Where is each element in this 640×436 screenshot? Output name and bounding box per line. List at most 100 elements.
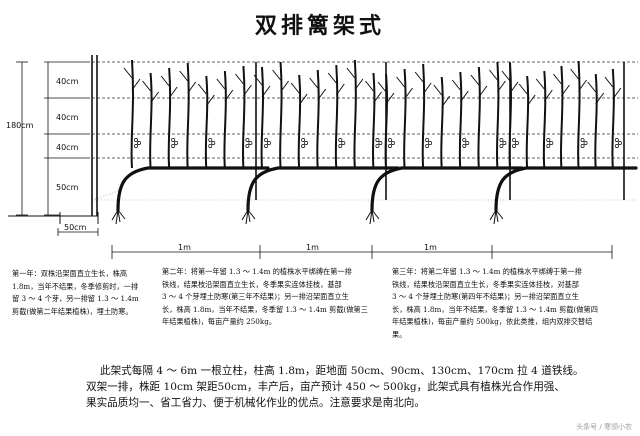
vine-lateral — [489, 69, 506, 93]
trellis-wires — [92, 61, 638, 159]
grape-cluster-berry — [174, 141, 179, 145]
grape-cluster-berry — [264, 138, 268, 142]
summary-line: 果实品质均一、省工省力、便于机械化作业的优点。注意要求是南北向。 — [86, 397, 425, 409]
vine-shoot — [186, 62, 190, 169]
grape-cluster-berry — [264, 144, 268, 148]
note-line: 留 3 ～ 4 个芽，另一排留 1.3 ～ 1.4m — [12, 294, 139, 303]
vine-lateral — [535, 78, 553, 102]
vine-shoot — [495, 61, 500, 169]
year-3-note: 第三年：将第二年留 1.3 ～ 1.4m 的植株水平绑缚于第一排 铁线，结果枝沿… — [392, 266, 632, 341]
grape-cluster-berry — [580, 144, 585, 148]
grape-cluster-berry — [428, 141, 433, 145]
grape-cluster-berry — [614, 138, 619, 142]
vine-lateral — [604, 76, 622, 100]
vine-shoot — [403, 68, 407, 169]
vine-lateral — [587, 81, 605, 105]
note-line: 第三年：将第二年留 1.3 ～ 1.4m 的植株水平绑缚于第一排 — [392, 267, 582, 276]
vine-groups — [111, 59, 638, 225]
grape-cluster-berry — [512, 138, 516, 142]
grape-cluster-berry — [341, 141, 346, 145]
grape-cluster-berry — [388, 144, 392, 148]
vine-shoot — [559, 65, 564, 169]
vine-shoot — [241, 65, 246, 169]
summary-text: 此架式每隔 4 ～ 6m 一根立柱，柱高 1.8m，距地面 50cm、90cm、… — [86, 363, 630, 411]
grape-cluster-berry — [134, 144, 138, 148]
vine-shoot — [316, 69, 320, 169]
grape-cluster-berry — [134, 138, 138, 142]
page-title: 双排篱架式 — [254, 14, 385, 39]
grape-cluster-berry — [267, 141, 271, 145]
note-line: 年结果植株)，每亩产量约 250kg。 — [162, 317, 277, 326]
grape-cluster-berry — [499, 144, 504, 148]
note-line: 剪截(做第二年结果植株)，埋土防寒。 — [12, 306, 133, 316]
grape-cluster-berry — [617, 141, 622, 145]
vine-trunk — [370, 166, 524, 212]
vine-lateral — [123, 67, 141, 91]
vine-shoot — [167, 67, 172, 169]
note-line: 1.8m，当年不结果，冬季修剪时，一排 — [12, 281, 139, 291]
span-label-1: 1m — [178, 243, 191, 252]
grape-cluster-berry — [462, 138, 467, 142]
vine-shoot — [458, 71, 463, 169]
grape-cluster-berry — [211, 141, 216, 145]
vine-lateral — [377, 81, 395, 105]
vine-lateral — [216, 78, 234, 102]
vine-shoot — [508, 62, 512, 169]
vine-trunk — [246, 166, 400, 212]
grape-cluster-berry — [388, 138, 392, 142]
vine-lateral — [396, 76, 413, 100]
vine-lateral — [160, 75, 178, 99]
note-line: 长，株高 1.8m，当年不结果，冬季留 1.3 ～ 1.4m 剪截(做第四 — [392, 304, 598, 314]
vine-lateral — [197, 83, 215, 107]
vine-shoot — [130, 59, 134, 169]
vine-shoot — [384, 73, 388, 169]
segment-label-1: 40cm — [56, 77, 79, 86]
grape-cluster-berry — [171, 144, 176, 148]
grape-cluster-berry — [301, 144, 306, 148]
grape-cluster-berry — [171, 138, 176, 142]
vine-lateral — [501, 70, 519, 94]
vine-lateral — [470, 74, 488, 98]
vine-shoot — [594, 73, 598, 169]
grape-cluster-berry — [425, 144, 430, 148]
year-2-note: 第二年：将第一年留 1.3 ～ 1.4m 的植株水平绑缚在第一排 铁线，结果枝沿… — [162, 266, 372, 329]
watermark: 头条号 / 寒领小农 — [576, 423, 632, 431]
vine-lateral — [570, 68, 587, 92]
vine-shoot — [297, 74, 302, 169]
grape-cluster-berry — [137, 141, 141, 145]
vine-lateral — [272, 69, 289, 93]
vine-lateral — [346, 67, 364, 91]
ground-line — [8, 212, 99, 224]
vine-lateral — [365, 80, 382, 104]
note-line: 3 ～ 4 个芽埋土防寒(第四年不结果)；另一排沿架面直立生 — [392, 292, 579, 301]
soil-surface — [91, 189, 638, 201]
summary-line: 此架式每隔 4 ～ 6m 一根立柱，柱高 1.8m，距地面 50cm、90cm、… — [100, 365, 584, 377]
year-1-note: 第一年：双株沿架面直立生长，株高 1.8m，当年不结果，冬季修剪时，一排 留 3… — [12, 268, 157, 318]
grape-cluster-berry — [375, 144, 380, 148]
vine-shoot — [611, 68, 615, 169]
grape-cluster-berry — [512, 144, 516, 148]
note-line: 铁线，结果枝沿架面直立生长，冬季果实连体挂枝，基部 — [162, 279, 342, 289]
vine-shoot — [353, 59, 357, 169]
row-span-dimension — [111, 245, 613, 259]
vine-shoot — [204, 75, 209, 169]
vine-lateral — [142, 80, 159, 104]
vine-shoot — [260, 66, 264, 169]
grape-cluster-berry — [391, 141, 395, 145]
grape-cluster-berry — [583, 141, 588, 145]
grape-cluster-berry — [499, 138, 504, 142]
note-line: 第一年：双株沿架面直立生长，株高 — [12, 269, 128, 278]
grape-cluster-berry — [378, 141, 383, 145]
summary-line: 双架一排，株距 10cm 架距50cm，丰产后，亩产预计 450 ～ 500kg… — [86, 381, 565, 393]
grape-cluster-berry — [462, 144, 467, 148]
spacing-dimension — [57, 228, 99, 236]
grape-cluster-berry — [375, 138, 380, 142]
grape-cluster-berry — [338, 138, 343, 142]
vine-lateral — [309, 77, 327, 101]
note-line: 铁线，结果枝沿架面直立生长，冬季果实连体挂枝，对基部 — [392, 279, 579, 289]
grape-cluster-berry — [546, 138, 551, 142]
plant-spacing-label: 50cm — [64, 223, 87, 232]
vine-lateral — [327, 72, 345, 96]
vine-trunk — [116, 166, 270, 212]
